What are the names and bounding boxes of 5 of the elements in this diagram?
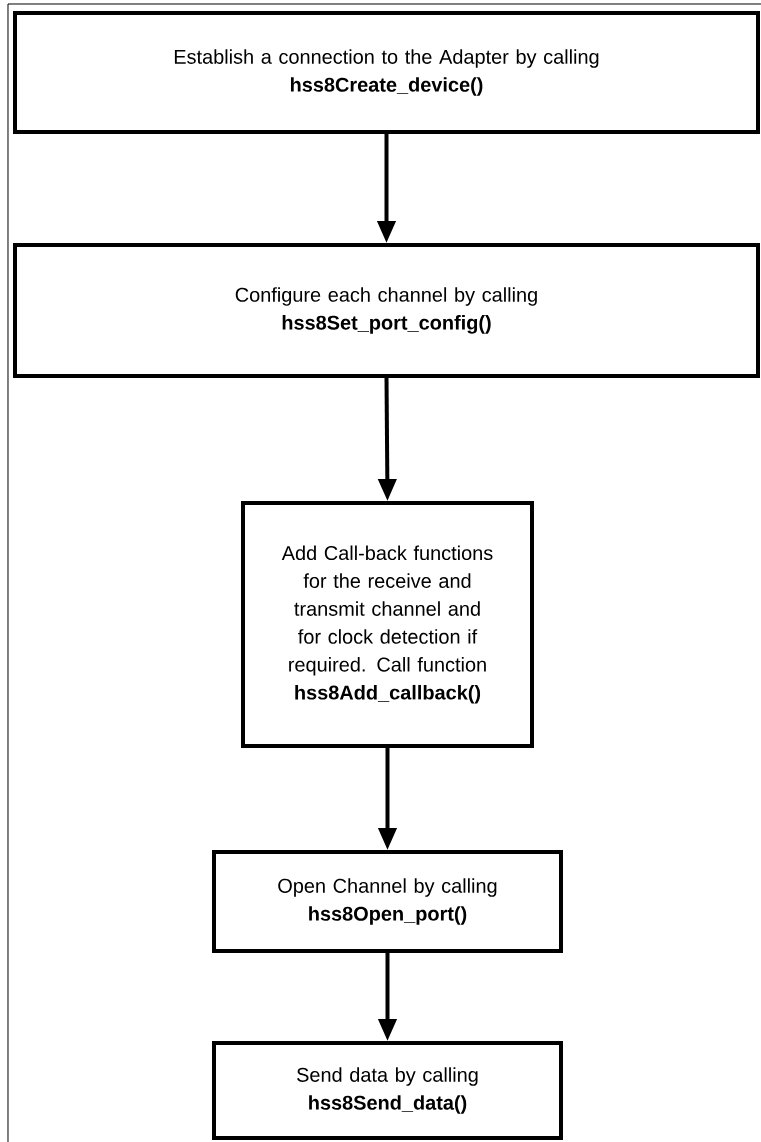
process-box: Send data by calling hss8Send_data() [212,1041,563,1140]
process-box: Open Channel by calling hss8Open_port() [212,850,563,953]
process-box: Configure each channel by calling hss8Set_port_config() [13,243,760,378]
process-box: Add Call-back functions for the receive and transmit channel and for clock detection if required. Call function hss8Add_callback() [241,501,534,748]
process-box: Establish a connection to the Adapter by calling hss8Create_device() [13,11,760,134]
